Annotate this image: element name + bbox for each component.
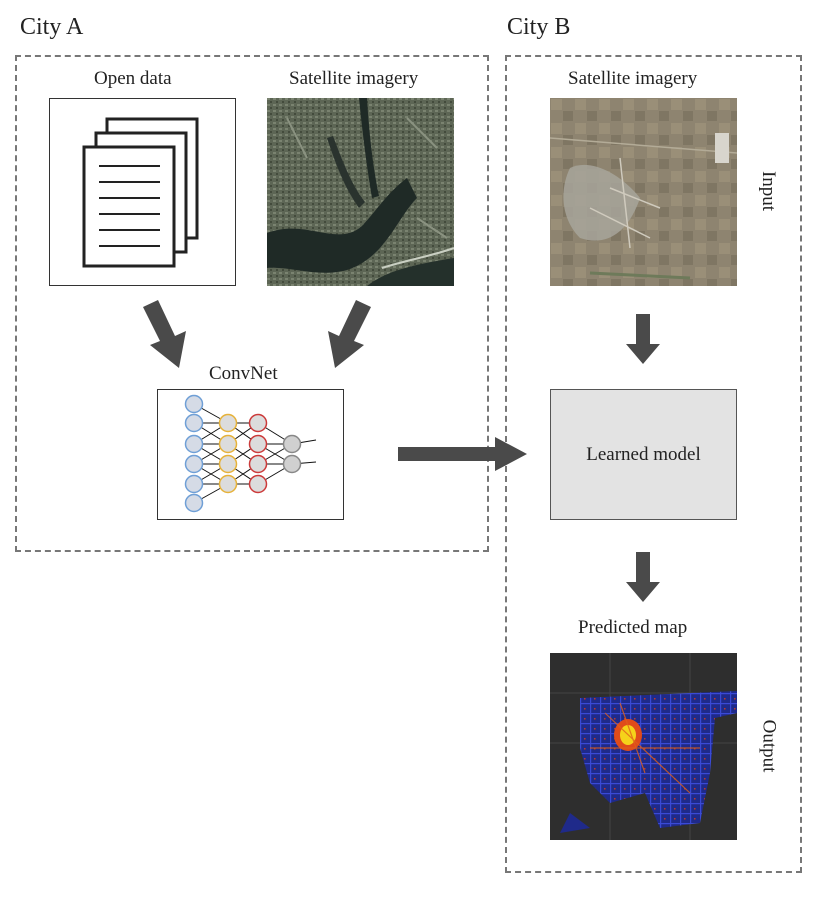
arrow-model-to-predicted — [626, 552, 660, 602]
nn-layer-hidden-1 — [218, 413, 238, 494]
arrow-open-data-to-convnet — [143, 300, 186, 368]
satellite-image-city-a — [267, 98, 454, 286]
arrow-satellite-to-model — [626, 314, 660, 364]
nn-layer-input — [184, 394, 204, 513]
document-lines — [99, 165, 160, 247]
convnet-box — [157, 389, 344, 520]
arrow-convnet-to-model — [398, 437, 527, 471]
predicted-map-label: Predicted map — [578, 617, 688, 638]
convnet-label: ConvNet — [209, 363, 278, 384]
satellite-label-b: Satellite imagery — [568, 68, 698, 89]
predicted-map-image — [550, 653, 737, 840]
learned-model-box: Learned model — [550, 389, 737, 520]
learned-model-label: Learned model — [586, 443, 701, 465]
city-b-title: City B — [507, 14, 571, 40]
nn-layer-output — [282, 434, 302, 474]
document-stack-icon — [82, 117, 199, 268]
satellite-image-city-b — [550, 98, 737, 286]
open-data-box — [49, 98, 236, 286]
satellite-label-a: Satellite imagery — [289, 68, 419, 89]
city-a-panel — [15, 55, 489, 552]
nn-layer-hidden-2 — [248, 413, 268, 494]
neural-network-icon — [193, 403, 317, 504]
open-data-label: Open data — [94, 68, 172, 89]
city-a-title: City A — [20, 14, 84, 40]
arrow-satellite-to-convnet — [328, 300, 371, 368]
